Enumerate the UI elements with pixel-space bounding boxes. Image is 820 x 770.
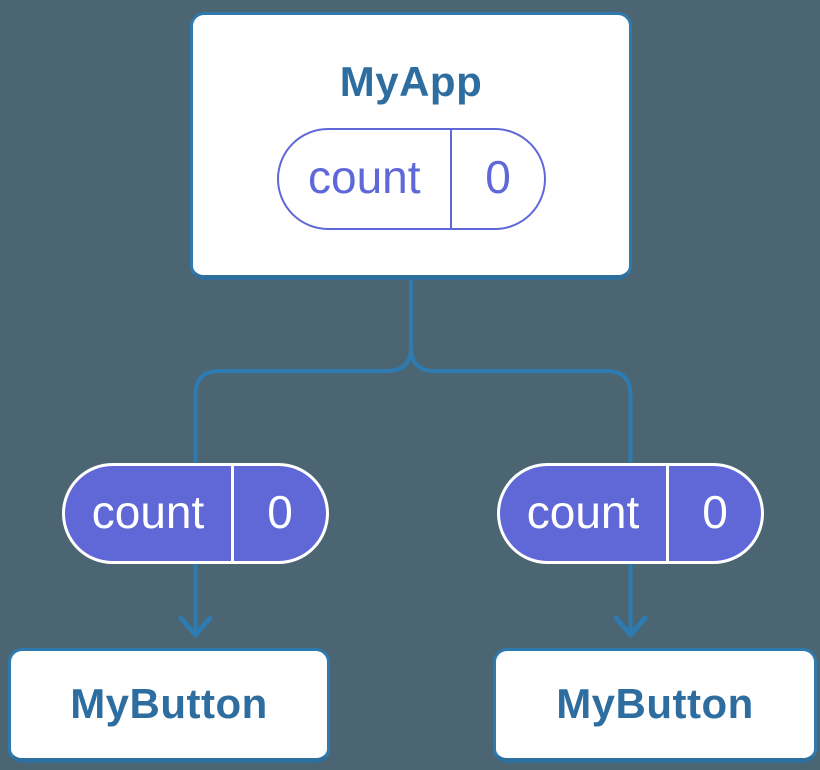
- state-pill-child-left: count 0: [62, 463, 329, 564]
- state-label: count: [91, 485, 205, 538]
- state-label: count: [526, 485, 640, 538]
- arrow-right-head-icon: [613, 615, 648, 638]
- component-title: MyApp: [339, 58, 483, 105]
- state-value: 0: [702, 485, 728, 538]
- state-value: 0: [267, 485, 293, 538]
- pill-divider: [449, 130, 452, 228]
- state-pill-child-right: count 0: [497, 463, 764, 564]
- component-title: MyButton: [556, 680, 754, 728]
- fork-connector-left: [193, 278, 413, 470]
- fork-connector-right: [409, 278, 633, 470]
- component-node-myapp: MyApp count 0: [190, 12, 632, 280]
- state-label: count: [307, 151, 421, 203]
- pill-divider: [231, 466, 234, 561]
- state-value: 0: [485, 151, 511, 203]
- component-node-mybutton-right: MyButton: [493, 648, 817, 763]
- arrow-left-head-icon: [178, 615, 213, 638]
- component-title: MyButton: [70, 680, 268, 728]
- component-node-mybutton-left: MyButton: [8, 648, 330, 763]
- state-pill-parent: count 0: [277, 128, 546, 230]
- pill-divider: [666, 466, 669, 561]
